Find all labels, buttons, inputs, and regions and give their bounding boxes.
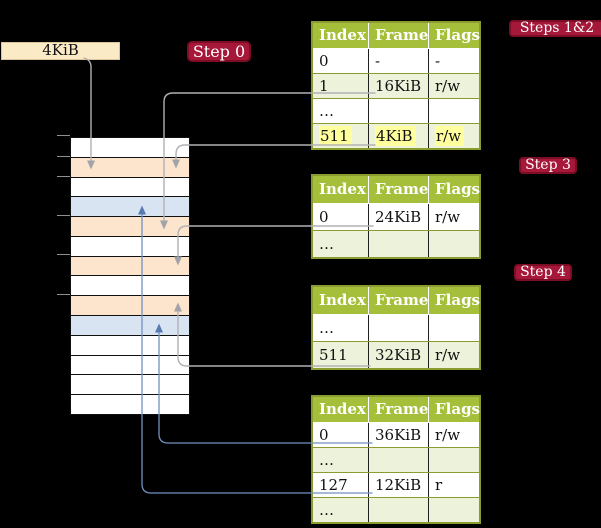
memory-row-6-white: [71, 235, 189, 256]
badge-steps-1-2: Steps 1&2: [509, 20, 601, 37]
col-header-flags: Flags: [428, 287, 480, 314]
table-row: …: [313, 447, 479, 472]
memory-row-8-white: [71, 275, 189, 296]
memory-row-7-peach: [71, 255, 189, 276]
cell-frame: [368, 315, 428, 341]
highlighted-value: r/w: [435, 126, 465, 146]
page-table-3: Index Frame Flags … 511 32KiB r/w: [311, 285, 481, 370]
memory-tick: [57, 176, 70, 177]
highlighted-value: 4KiB: [375, 126, 416, 146]
table-row: 0 - -: [313, 49, 479, 73]
memory-row-13-white: [71, 374, 189, 395]
table-row: 127 12KiB r: [313, 472, 479, 497]
page-table-2: Index Frame Flags 0 24KiB r/w …: [311, 174, 481, 259]
memory-row-9-peach: [71, 295, 189, 316]
memory-row-14-white: [71, 394, 189, 414]
memory-tick: [57, 135, 70, 136]
cell-flags: [428, 498, 479, 522]
cell-index: 0: [319, 208, 329, 226]
memory-row-11-white: [71, 334, 189, 355]
cell-index: …: [319, 319, 334, 337]
table-row: 0 36KiB r/w: [313, 423, 479, 447]
memory-row-5-peach: [71, 216, 189, 236]
col-header-frame: Frame: [368, 176, 428, 203]
highlighted-value: 511: [319, 126, 352, 146]
cell-flags: -: [428, 49, 479, 73]
cell-flags: r/w: [428, 342, 479, 368]
cell-frame: 36KiB: [368, 423, 428, 447]
table-row: …: [313, 497, 479, 522]
cell-flags: [428, 448, 479, 472]
memory-row-3-white: [71, 176, 189, 197]
table-header-row: Index Frame Flags: [313, 176, 480, 204]
cell-index: 0: [319, 52, 329, 70]
table-row: 0 24KiB r/w: [313, 204, 479, 230]
cell-flags: r: [428, 473, 479, 497]
table-header-row: Index Frame Flags: [313, 287, 480, 315]
col-header-frame: Frame: [368, 23, 428, 48]
badge-step-0: Step 0: [187, 41, 251, 62]
table-row: 511 32KiB r/w: [313, 341, 479, 368]
memory-tick: [57, 294, 70, 295]
table-row: …: [313, 315, 479, 341]
memory-row-2-peach: [71, 156, 189, 177]
memory-row-12-white: [71, 354, 189, 375]
memory-tick: [57, 156, 70, 157]
memory-tick: [57, 215, 70, 216]
page-size-box: 4KiB: [1, 42, 120, 60]
memory-row-1-white: [71, 138, 189, 157]
cell-flags: r/w: [428, 124, 479, 148]
table-header-row: Index Frame Flags: [313, 23, 480, 49]
col-header-frame: Frame: [368, 287, 428, 314]
memory-row-4-blue: [71, 196, 189, 217]
cell-flags: r/w: [428, 423, 479, 447]
cell-frame: 16KiB: [368, 74, 428, 98]
cell-flags: r/w: [428, 74, 479, 98]
cell-frame: [368, 99, 428, 123]
cell-frame: 12KiB: [368, 473, 428, 497]
cell-frame: [368, 498, 428, 522]
cell-frame: 24KiB: [368, 204, 428, 230]
col-header-flags: Flags: [428, 23, 480, 48]
badge-step-3: Step 3: [519, 157, 577, 174]
page-table-4: Index Frame Flags 0 36KiB r/w … 127 12Ki…: [311, 395, 481, 524]
page-size-label: 4KiB: [42, 41, 79, 59]
memory-column: [70, 137, 190, 415]
col-header-index: Index: [319, 26, 366, 44]
memory-row-10-blue: [71, 315, 189, 335]
cell-frame: [368, 448, 428, 472]
col-header-flags: Flags: [428, 397, 480, 422]
memory-tick: [57, 254, 70, 255]
col-header-frame: Frame: [368, 397, 428, 422]
table-row: …: [313, 98, 479, 123]
cell-index: …: [319, 451, 334, 469]
cell-index: …: [319, 235, 334, 253]
cell-index: 511: [313, 124, 368, 148]
cell-flags: r/w: [428, 204, 479, 230]
cell-frame: 4KiB: [368, 124, 428, 148]
cell-frame: [368, 231, 428, 257]
table-row: 1 16KiB r/w: [313, 73, 479, 98]
col-header-index: Index: [319, 400, 366, 418]
cell-index: 511: [319, 346, 348, 364]
cell-index: …: [319, 102, 334, 120]
cell-index: 0: [319, 426, 329, 444]
table-header-row: Index Frame Flags: [313, 397, 480, 423]
col-header-flags: Flags: [428, 176, 480, 203]
cell-index: 1: [319, 77, 329, 95]
cell-frame: 32KiB: [368, 342, 428, 368]
page-table-1: Index Frame Flags 0 - - 1 16KiB r/w … 51…: [311, 21, 481, 150]
cell-flags: [428, 315, 479, 341]
col-header-index: Index: [319, 180, 366, 198]
cell-frame: -: [368, 49, 428, 73]
cell-index: 127: [319, 476, 348, 494]
table-row-highlighted: 511 4KiB r/w: [313, 123, 479, 148]
table-row: …: [313, 230, 479, 257]
badge-step-4: Step 4: [514, 264, 572, 281]
cell-index: …: [319, 501, 334, 519]
cell-flags: [428, 231, 479, 257]
col-header-index: Index: [319, 291, 366, 309]
cell-flags: [428, 99, 479, 123]
